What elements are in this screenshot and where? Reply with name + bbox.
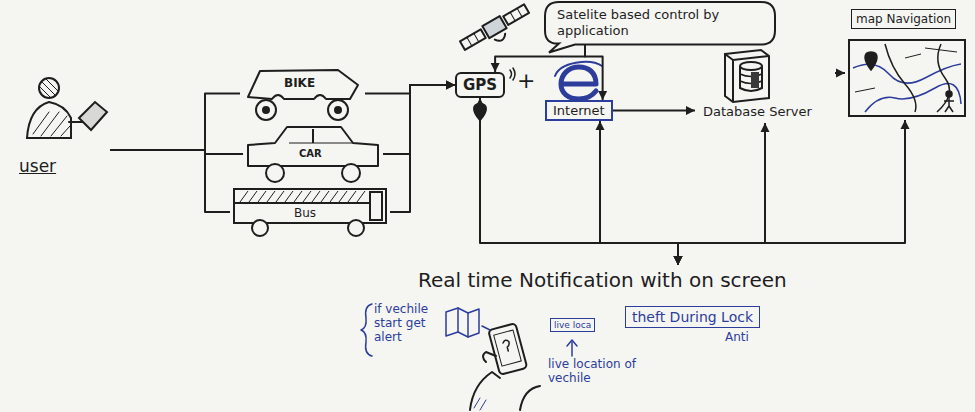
plus-sign: + xyxy=(517,68,535,93)
database-server: Database Server xyxy=(695,48,835,123)
node-text: Real time Notification with on screen xyxy=(418,268,787,292)
bike-shape: BIKE xyxy=(240,65,365,122)
arrowhead xyxy=(674,256,683,265)
phone-to-map-arrow xyxy=(482,326,490,330)
connector xyxy=(110,94,240,151)
node-text: Database Server xyxy=(703,104,835,119)
signal-waves xyxy=(510,68,515,80)
bracket xyxy=(361,304,372,356)
connector xyxy=(495,45,585,73)
anti-theft-box: theft During LockAnti xyxy=(625,306,760,344)
bike-outline xyxy=(240,65,365,122)
arrowhead xyxy=(476,98,485,107)
map-navigation: map Navigation xyxy=(845,8,970,120)
bus-shape: Bus xyxy=(230,186,390,238)
node-subtext: Anti xyxy=(725,330,760,344)
notification-heading: Real time Notification with on screen xyxy=(418,265,787,292)
alert-note: if vechile start get alert xyxy=(374,303,446,344)
node-text: user xyxy=(19,156,110,176)
node-text: Internet xyxy=(553,103,605,118)
arrowhead xyxy=(674,256,683,265)
arrowhead xyxy=(596,121,605,130)
connector xyxy=(383,85,455,154)
node-text: live loca xyxy=(554,320,591,330)
live-location-note: live location of vechile xyxy=(548,358,648,386)
connector xyxy=(110,150,230,212)
arrowhead xyxy=(836,69,845,78)
speech-bubble: Satelite based control by application xyxy=(545,2,775,45)
node-text: Satelite based control by application xyxy=(557,7,763,40)
arrowhead xyxy=(491,63,500,72)
live-location-box: live loca xyxy=(550,318,595,332)
node-text: theft During Lock xyxy=(625,306,760,328)
node-text: GPS xyxy=(463,76,497,94)
internet-e-icon xyxy=(555,62,602,99)
arrowhead xyxy=(674,256,683,265)
node-text: Bus xyxy=(294,206,390,220)
satellite-icon xyxy=(459,3,534,59)
arrowhead xyxy=(674,256,683,265)
arrowhead xyxy=(686,106,695,115)
connector xyxy=(613,110,695,112)
connector xyxy=(600,121,678,265)
user-figure: user xyxy=(15,72,110,182)
arrowhead xyxy=(446,81,455,90)
arrowhead xyxy=(598,91,607,100)
node-text: map Navigation xyxy=(851,9,956,29)
node-text: BIKE xyxy=(284,76,365,90)
connector xyxy=(480,98,678,265)
small-map-icon xyxy=(446,308,479,337)
leader-line xyxy=(567,340,577,356)
arrowhead xyxy=(761,123,770,132)
arrowhead xyxy=(446,81,455,90)
arrowhead xyxy=(901,120,910,129)
car-shape: CAR xyxy=(243,124,383,184)
connector xyxy=(678,120,905,265)
internet-box: Internet xyxy=(545,100,613,121)
phone-in-hand xyxy=(470,323,540,410)
connector xyxy=(390,85,455,212)
arrowhead xyxy=(446,81,455,90)
node-text: CAR xyxy=(299,148,383,159)
gps-box: GPS xyxy=(455,72,505,98)
